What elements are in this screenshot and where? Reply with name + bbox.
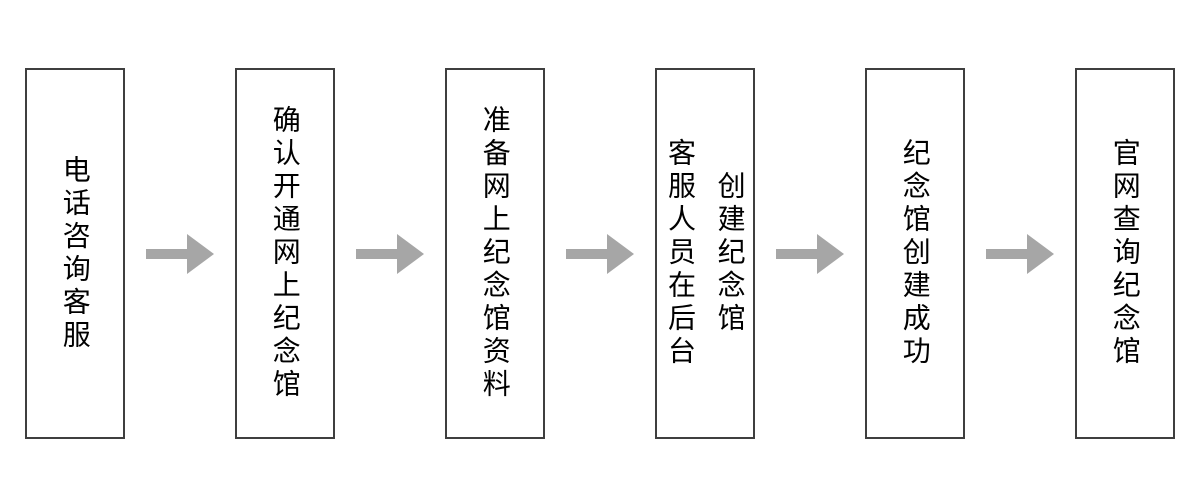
flow-step-4-label-col-1: 客服人员在后台 <box>665 138 696 369</box>
arrow-right-icon <box>965 233 1075 274</box>
flow-step-6: 官网查询纪念馆 <box>1075 68 1175 439</box>
arrow-right-icon <box>545 233 655 274</box>
arrow-right-icon <box>335 233 445 274</box>
flow-step-6-label: 官网查询纪念馆 <box>1109 138 1141 369</box>
flow-step-1: 电话咨询客服 <box>25 68 125 439</box>
flow-step-3-label: 准备网上纪念馆资料 <box>479 105 511 402</box>
flow-step-2: 确认开通网上纪念馆 <box>235 68 335 439</box>
flow-step-5: 纪念馆创建成功 <box>865 68 965 439</box>
flow-step-3: 准备网上纪念馆资料 <box>445 68 545 439</box>
flow-step-2-label: 确认开通网上纪念馆 <box>269 105 301 402</box>
flow-step-4: 客服人员在后台 创建纪念馆 <box>655 68 755 439</box>
arrow-right-icon <box>755 233 865 274</box>
arrow-right-icon <box>125 233 235 274</box>
flow-step-5-label: 纪念馆创建成功 <box>899 138 931 369</box>
flow-step-4-label-col-2: 创建纪念馆 <box>714 171 746 336</box>
flow-step-1-label: 电话咨询客服 <box>59 154 91 353</box>
